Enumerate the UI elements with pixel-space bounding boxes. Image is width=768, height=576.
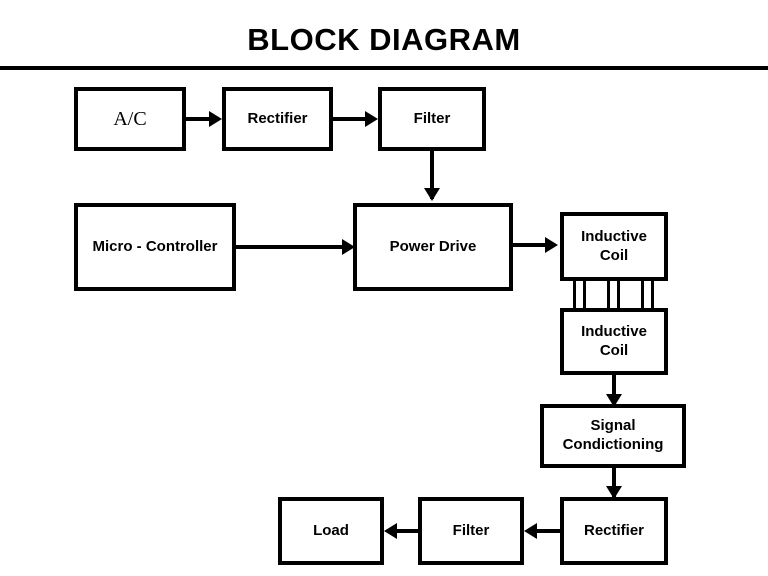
block-power-drive: Power Drive	[353, 203, 513, 291]
arrowhead-powerdrive-to-coil-icon	[545, 237, 558, 253]
title-divider	[0, 66, 768, 70]
coupling-line	[607, 281, 610, 309]
block-power-drive-label: Power Drive	[389, 237, 477, 255]
block-filter-top: Filter	[378, 87, 486, 151]
block-microcontroller: Micro - Controller	[74, 203, 236, 291]
block-rectifier-top-label: Rectifier	[247, 109, 308, 127]
coupling-line	[583, 281, 586, 309]
connector-microcontroller-to-powerdrive	[236, 245, 346, 249]
block-load: Load	[278, 497, 384, 565]
coupling-line	[651, 281, 654, 309]
block-microcontroller-label: Micro - Controller	[92, 237, 218, 255]
block-ac-label: A/C	[113, 107, 147, 130]
connector-filter-to-load	[388, 529, 418, 533]
connector-rectifier-to-filter-bottom	[528, 529, 560, 533]
block-signal-conditioning-label: Signal Condictioning	[562, 417, 664, 453]
page-title: BLOCK DIAGRAM	[247, 22, 521, 57]
block-inductive-coil-primary-label: Inductive Coil	[581, 227, 647, 264]
block-rectifier-top: Rectifier	[222, 87, 333, 151]
block-rectifier-bottom-label: Rectifier	[583, 521, 645, 539]
coupling-line	[641, 281, 644, 309]
connector-powerdrive-to-coil	[513, 243, 549, 247]
block-filter-bottom-label: Filter	[452, 521, 490, 539]
arrowhead-filter-to-load-icon	[384, 523, 397, 539]
arrowhead-signalcond-to-rectifier-icon	[606, 486, 622, 499]
connector-ac-to-rectifier	[186, 117, 216, 121]
block-inductive-coil-primary: Inductive Coil	[560, 212, 668, 281]
block-inductive-coil-secondary-label: Inductive Coil	[581, 322, 647, 359]
arrowhead-filter-to-powerdrive-icon	[424, 188, 440, 201]
block-filter-top-label: Filter	[413, 109, 451, 127]
block-ac: A/C	[74, 87, 186, 151]
block-signal-conditioning: Signal Condictioning	[540, 404, 686, 468]
connector-filter-to-powerdrive	[430, 151, 434, 199]
connector-coil-to-signalcond	[612, 375, 616, 407]
inductive-coupling-lines	[560, 281, 668, 309]
block-load-label: Load	[313, 521, 349, 539]
block-filter-bottom: Filter	[418, 497, 524, 565]
block-inductive-coil-secondary: Inductive Coil	[560, 308, 668, 375]
arrowhead-microcontroller-to-powerdrive-icon	[342, 239, 355, 255]
block-rectifier-bottom: Rectifier	[560, 497, 668, 565]
arrowhead-rectifier-to-filter-icon	[365, 111, 378, 127]
arrowhead-ac-to-rectifier-icon	[209, 111, 222, 127]
arrowhead-rectifier-to-filter-bottom-icon	[524, 523, 537, 539]
coupling-line	[617, 281, 620, 309]
coupling-line	[573, 281, 576, 309]
connector-signalcond-to-rectifier	[612, 468, 616, 502]
connector-rectifier-to-filter	[333, 117, 370, 121]
arrowhead-coil-to-signalcond-icon	[606, 394, 622, 407]
